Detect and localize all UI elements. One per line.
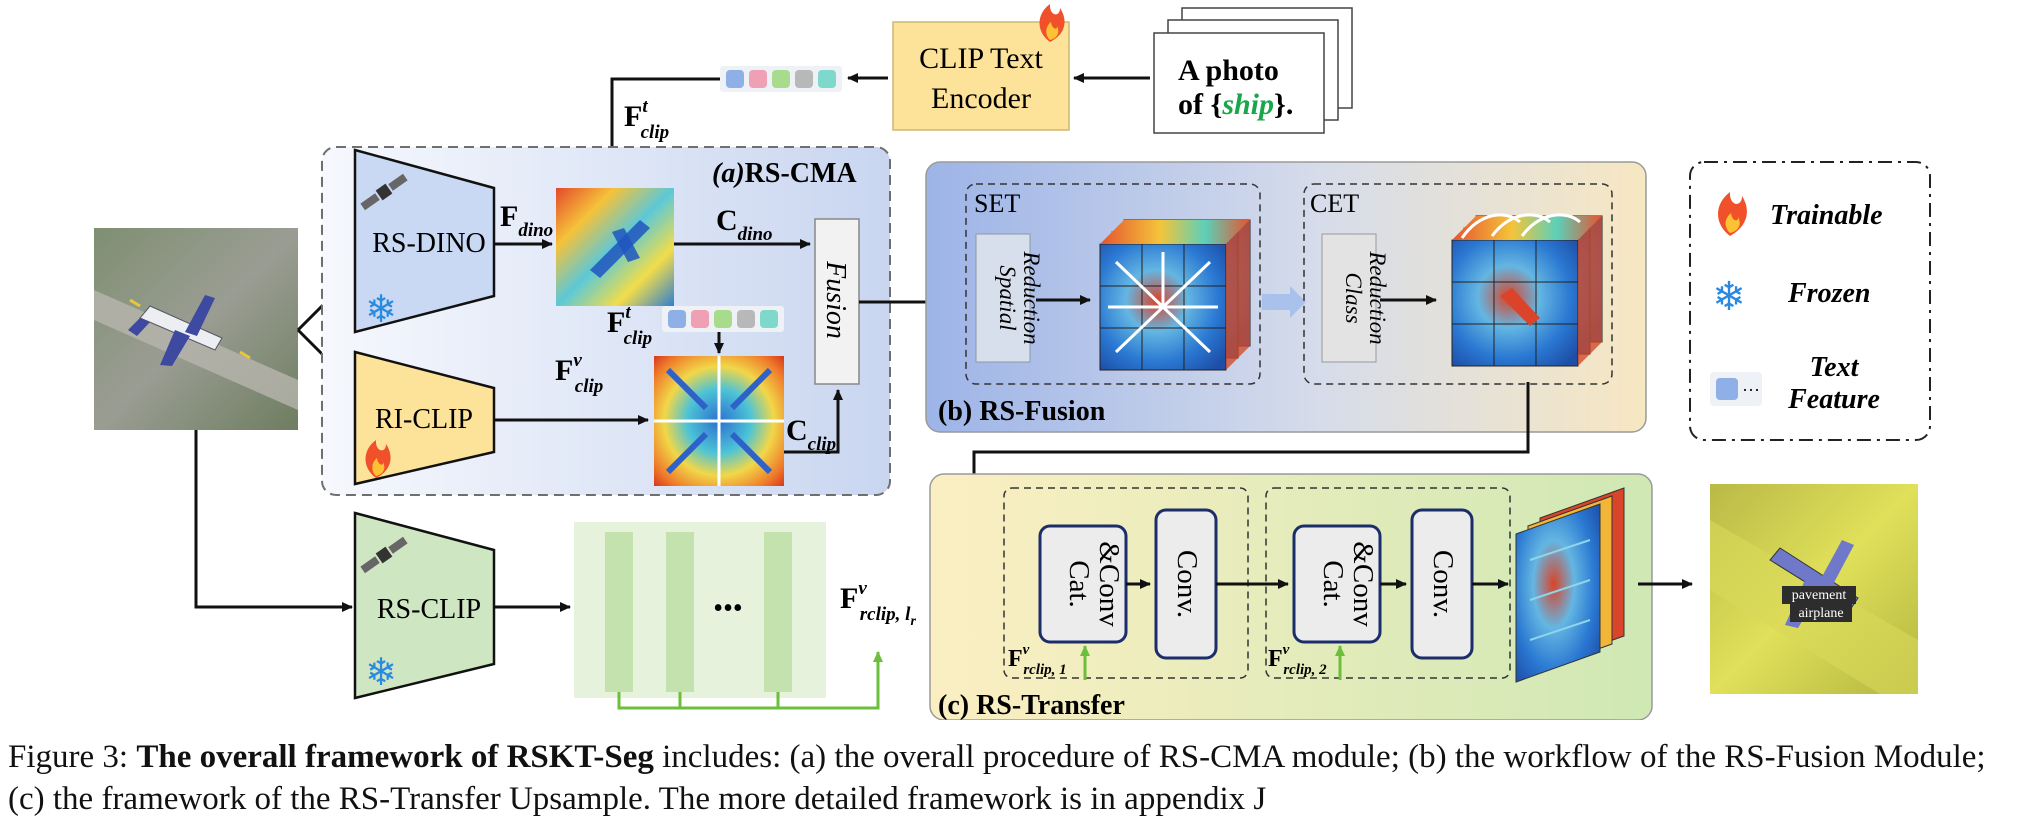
caption-bold: The overall framework of RSKT-Seg: [136, 739, 654, 775]
svg-text:RI-CLIP: RI-CLIP: [375, 404, 473, 435]
caption-prefix: Figure 3:: [8, 739, 137, 775]
legend-trainable: Trainable: [1770, 200, 1883, 231]
conv-block-2: Conv.: [1410, 508, 1474, 660]
ri-clip-heatmap: [654, 356, 784, 486]
input-image: [94, 228, 298, 430]
svg-text:RS-CLIP: RS-CLIP: [377, 594, 481, 625]
svg-text:Cat.: Cat.: [1063, 560, 1095, 608]
upsampled-feature-stack: [1515, 487, 1625, 683]
legend-text-feature-2: Feature: [1787, 384, 1880, 415]
svg-text:RS-DINO: RS-DINO: [372, 228, 486, 259]
snowflake-icon: ❄: [365, 289, 397, 331]
svg-text:Encoder: Encoder: [931, 82, 1031, 115]
svg-text:❄: ❄: [365, 289, 397, 331]
svg-text:CET: CET: [1310, 189, 1359, 218]
svg-text:&Conv: &Conv: [1347, 541, 1379, 627]
satellite-icon: [360, 536, 408, 574]
figure-caption: Figure 3: The overall framework of RSKT-…: [8, 736, 2028, 820]
legend-frozen: Frozen: [1787, 278, 1870, 309]
svg-text:Class: Class: [1341, 272, 1366, 323]
airplane-label: airplane: [1798, 606, 1843, 621]
svg-text:Conv.: Conv.: [1427, 550, 1459, 618]
text-token-strip-2: [662, 306, 784, 332]
output-segmentation-image: pavement airplane: [1710, 484, 1918, 694]
svg-text:SET: SET: [974, 189, 1020, 218]
svg-text:Cat.: Cat.: [1317, 560, 1349, 608]
svg-text:(a)RS-CMA: (a)RS-CMA: [712, 158, 857, 189]
dino-heatmap: [556, 188, 674, 306]
svg-text:Fusion: Fusion: [820, 260, 851, 339]
legend-text-feature-1: Text: [1810, 352, 1860, 383]
caption-rest: includes: (a) the overall procedure of R…: [8, 739, 1986, 817]
ri-clip-block: RI-CLIP: [353, 350, 496, 486]
clip-text-encoder: CLIP Text Encoder: [892, 21, 1070, 131]
svg-text:of {ship}.: of {ship}.: [1178, 88, 1293, 121]
text-feature-token-icon: ···: [1710, 372, 1762, 406]
svg-text:Reduction: Reduction: [1365, 250, 1390, 344]
svg-text:Conv.: Conv.: [1171, 550, 1203, 618]
spatial-reduction-block: Spatial Reduction: [975, 233, 1044, 363]
fusion-block: Fusion: [814, 218, 860, 385]
layers-ellipsis: •••: [713, 593, 742, 624]
legend: Trainable ❄ Frozen ··· Text Feature: [1689, 161, 1931, 441]
pavement-label: pavement: [1792, 588, 1847, 603]
cat-conv-block-2: Cat. &Conv: [1292, 524, 1382, 644]
svg-text:Reduction: Reduction: [1019, 250, 1044, 344]
cet-group: CET: [1303, 183, 1613, 385]
cet-feature-cube: [1451, 213, 1603, 367]
prompt-document: A photo of {ship}.: [1153, 7, 1353, 134]
class-reduction-block: Class Reduction: [1321, 233, 1390, 363]
conv-block-1: Conv.: [1154, 508, 1218, 660]
prompt-class: ship: [1221, 88, 1274, 121]
rs-clip-layers: •••: [574, 522, 826, 698]
f-dino-label: Fdino: [500, 200, 553, 241]
satellite-icon: [360, 173, 408, 211]
flame-icon: [1718, 192, 1747, 236]
snowflake-icon: ❄: [365, 652, 397, 694]
flame-icon: [365, 440, 391, 478]
svg-text:(c) RS-Transfer: (c) RS-Transfer: [938, 690, 1125, 720]
svg-text:Spatial: Spatial: [995, 265, 1020, 330]
svg-text:···: ···: [1742, 380, 1760, 400]
svg-text:&Conv: &Conv: [1093, 541, 1125, 627]
rs-dino-block: RS-DINO: [353, 148, 496, 334]
svg-text:(b) RS-Fusion: (b) RS-Fusion: [938, 396, 1106, 427]
cat-conv-block-1: Cat. &Conv: [1038, 524, 1128, 644]
svg-text:A photo: A photo: [1178, 54, 1279, 87]
set-group: SET: [965, 183, 1261, 385]
svg-text:❄: ❄: [365, 652, 397, 694]
snowflake-icon: ❄: [1712, 274, 1746, 319]
transfer-stage-2: [1265, 487, 1511, 679]
svg-text:CLIP Text: CLIP Text: [919, 42, 1043, 75]
flame-icon: [1039, 4, 1065, 42]
rs-clip-block: RS-CLIP: [353, 511, 496, 700]
c-clip-label: Cclip: [786, 414, 836, 455]
c-dino-label: Cdino: [716, 204, 773, 245]
text-token-strip: [720, 66, 842, 92]
set-feature-cube: [1099, 219, 1251, 371]
